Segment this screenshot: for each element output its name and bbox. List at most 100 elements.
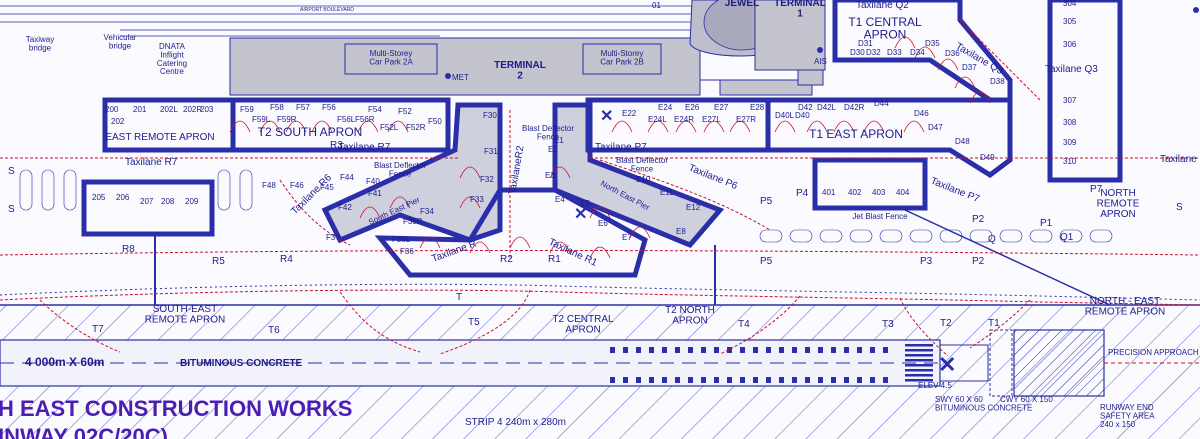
stand-label: E26 — [685, 103, 700, 112]
stand-lead-in — [914, 46, 936, 59]
threshold-markings — [610, 344, 933, 383]
stand-label: 310 — [1063, 157, 1077, 166]
holding-bay — [789, 229, 813, 243]
taxi-letter: S — [8, 204, 15, 215]
stand-lead-in — [863, 120, 885, 133]
stand-label: E24 — [658, 103, 673, 112]
stand-label: F44 — [340, 173, 354, 182]
runway-light — [805, 377, 810, 383]
stand-lead-in — [774, 120, 796, 133]
stand-label: E10 — [636, 175, 651, 184]
runway-light — [610, 377, 615, 383]
stand-label: D32 — [866, 48, 881, 57]
stand-lead-in — [589, 206, 611, 219]
runway-light — [714, 377, 719, 383]
ne-remote-apron — [812, 157, 928, 211]
runway-light — [610, 347, 615, 353]
runway-light — [779, 347, 784, 353]
runway-dimensions: 4 000m X 60m — [25, 355, 104, 369]
stand-label: D42 — [798, 103, 813, 112]
taxi-letter: T1 — [988, 318, 1000, 329]
cross-marker: ✕ — [600, 108, 613, 125]
ais-marker — [817, 47, 823, 53]
runway-light — [753, 347, 758, 353]
stand-label: 209 — [185, 197, 199, 206]
taxiway-t-connector-5 — [899, 297, 949, 357]
stand-label: F46 — [290, 181, 304, 190]
stand-label: F41 — [368, 189, 382, 198]
stand-lead-in — [285, 120, 307, 133]
stand-lead-in — [729, 120, 751, 133]
stand-label: D42R — [844, 103, 865, 112]
runway-light — [675, 347, 680, 353]
runway-light — [792, 347, 797, 353]
stand-label: 308 — [1063, 118, 1077, 127]
stand-label: E3 — [545, 171, 555, 180]
runway-light — [831, 347, 836, 353]
runway-strip-label: STRIP 4 240m x 280m — [465, 417, 566, 428]
top-number: 01 — [652, 1, 661, 10]
stand-label: F50 — [428, 117, 442, 126]
threshold-bar — [905, 369, 933, 372]
holding-bay — [41, 169, 55, 211]
terminal-1-building — [754, 0, 826, 71]
stand-label: E5 — [580, 199, 590, 208]
stand-label: 306 — [1063, 40, 1077, 49]
stand-label: D31 — [858, 39, 873, 48]
runway-light — [792, 377, 797, 383]
stand-lead-in — [903, 120, 925, 133]
stand-label: D34 — [910, 48, 925, 57]
taxi-letter: P5 — [760, 196, 773, 207]
t2-south-apron — [230, 97, 451, 153]
south-remote-apron — [81, 179, 215, 237]
stand-label: 309 — [1063, 138, 1077, 147]
stand-label: F42 — [338, 203, 352, 212]
runway-light — [701, 377, 706, 383]
stand-label: E28 — [750, 103, 765, 112]
taxi-letter: T4 — [738, 319, 750, 330]
stand-label: E24R — [674, 115, 694, 124]
stand-lead-in — [675, 120, 697, 133]
taxi-letter: T6 — [268, 325, 280, 336]
taxi-letter: T2 — [940, 318, 952, 329]
top-roads — [0, 0, 700, 36]
jet-blast-fence-label: Jet Blast Fence — [852, 212, 908, 221]
threshold-bar — [905, 359, 933, 362]
cross-marker: ✕ — [574, 206, 587, 223]
stand-label: 305 — [1063, 17, 1077, 26]
runway-light — [805, 347, 810, 353]
stand-label: F30 — [483, 111, 497, 120]
taxi-letter: R3 — [330, 140, 343, 151]
stand-label: F45 — [320, 183, 334, 192]
threshold-bar — [905, 354, 933, 357]
stand-lead-in — [703, 120, 725, 133]
stand-label: 207 — [140, 197, 154, 206]
stand-label: 307 — [1063, 96, 1077, 105]
clearway-label: CWY 60 X 150 — [1000, 395, 1053, 404]
stand-label: 404 — [896, 188, 910, 197]
taxilane-q-label: Taxilane Q — [1160, 154, 1200, 165]
stand-label: E27 — [714, 103, 729, 112]
runway-light — [649, 347, 654, 353]
taxi-letter: T5 — [468, 317, 480, 328]
taxi-letter: P7 — [1090, 184, 1103, 195]
holding-bay — [1089, 229, 1113, 243]
stand-lead-in — [389, 196, 411, 209]
runway-light — [688, 347, 693, 353]
stand-label: 403 — [872, 188, 886, 197]
taxi-letter: R1 — [548, 254, 561, 265]
runway-surface: BITUMINOUS CONCRETE — [180, 358, 303, 369]
stand-lead-in — [954, 76, 976, 89]
stand-lead-in — [459, 166, 481, 179]
stand-label: 208 — [161, 197, 175, 206]
stand-lead-in — [549, 166, 571, 179]
t1-central-apron — [832, 0, 1013, 103]
taxi-letter: P5 — [760, 256, 773, 267]
runway-light — [831, 377, 836, 383]
runway-light — [649, 377, 654, 383]
